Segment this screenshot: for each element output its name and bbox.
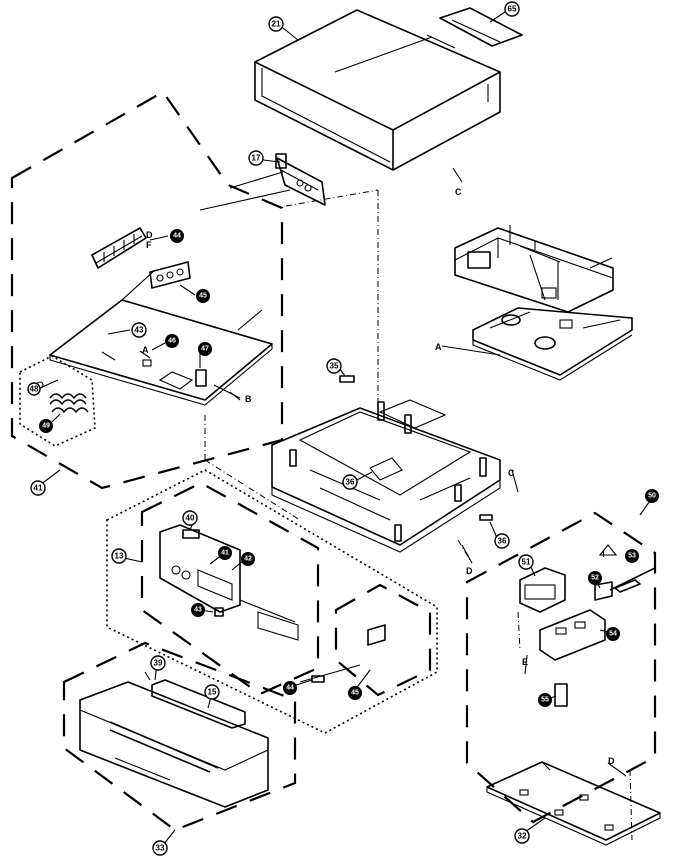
svg-text:13: 13: [115, 552, 124, 561]
svg-text:43: 43: [135, 326, 144, 335]
svg-text:15: 15: [208, 688, 217, 697]
callout-left-group-item-e: 47: [198, 342, 212, 356]
svg-text:40: 40: [186, 514, 195, 523]
callout-front-panel-group: 13: [111, 548, 127, 564]
callout-left-group-item-a: 43: [131, 322, 147, 338]
callout-front-item-d: 43: [191, 603, 205, 617]
svg-text:39: 39: [154, 659, 163, 668]
callout-top-label: 65: [504, 1, 520, 17]
top-cover: [254, 9, 501, 171]
ref-letter-a-board: A: [142, 345, 149, 355]
callout-front-item-b: 41: [218, 546, 232, 560]
coil-spring: [49, 393, 89, 413]
callout-right-item-b: 52: [588, 571, 602, 585]
svg-text:54: 54: [609, 631, 617, 638]
svg-text:41: 41: [221, 550, 229, 557]
svg-text:35: 35: [330, 362, 339, 371]
svg-text:55: 55: [541, 697, 549, 704]
main-chassis: [271, 375, 501, 553]
svg-text:44: 44: [286, 685, 294, 692]
svg-text:49: 49: [42, 423, 50, 430]
callout-left-group-item-b: 44: [170, 229, 184, 243]
warning-triangle-mark: !: [602, 549, 605, 559]
callout-chassis-mid-part: 36: [342, 474, 358, 490]
mechanism-assembly: [454, 225, 633, 381]
callout-front-door-item-a: 39: [150, 655, 166, 671]
callout-left-group-item-f: 48: [27, 382, 41, 396]
svg-text:50: 50: [648, 493, 656, 500]
svg-text:17: 17: [252, 154, 261, 163]
ref-letter-f-left: F: [146, 240, 152, 250]
svg-text:42: 42: [244, 556, 252, 563]
callout-left-board-group: 41: [30, 480, 46, 496]
callout-chassis-top-part: 35: [326, 358, 342, 374]
svg-text:32: 32: [518, 832, 527, 841]
callout-jack-board: 17: [248, 150, 264, 166]
bottom-plate: [486, 761, 661, 846]
ref-letter-a-mech: A: [435, 342, 442, 352]
ref-letter-d-left: D: [146, 230, 153, 240]
alignment-lines: [204, 189, 633, 841]
callout-front-item-a: 40: [182, 510, 198, 526]
svg-text:45: 45: [351, 690, 359, 697]
svg-text:33: 33: [156, 844, 165, 853]
svg-text:36: 36: [346, 478, 355, 487]
svg-text:48: 48: [30, 385, 39, 394]
callout-front-door-group: 33: [152, 840, 168, 856]
callout-front-door-item-b: 15: [204, 684, 220, 700]
callout-front-item-e: 44: [283, 681, 297, 695]
left-board-group: [10, 90, 326, 490]
svg-text:45: 45: [199, 293, 207, 300]
callout-front-item-f: 45: [348, 686, 362, 700]
callout-right-item-a: 51: [518, 554, 534, 570]
callout-left-group-item-g: 49: [39, 419, 53, 433]
callout-chassis-bottom-part: 36: [494, 533, 510, 549]
svg-text:36: 36: [498, 537, 507, 546]
right-component-group: !: [465, 511, 657, 824]
ref-letter-d-chassis: D: [466, 566, 473, 576]
top-label-plate: [439, 7, 523, 47]
callout-bottom-plate: 32: [514, 828, 530, 844]
callout-left-group-item-d: 46: [165, 334, 179, 348]
svg-text:43: 43: [194, 607, 202, 614]
callout-top-cover: 21: [268, 16, 284, 32]
callout-right-group: 50: [645, 489, 659, 503]
svg-text:44: 44: [173, 233, 181, 240]
svg-text:41: 41: [34, 484, 43, 493]
ref-letter-d-plate: D: [608, 756, 615, 766]
svg-text:65: 65: [508, 5, 517, 14]
ref-letter-e-right: E: [522, 657, 528, 667]
svg-text:21: 21: [272, 20, 281, 29]
callout-left-group-item-c: 45: [196, 289, 210, 303]
ref-letter-c-top: C: [455, 187, 462, 197]
callout-front-item-c: 42: [241, 552, 255, 566]
svg-text:52: 52: [591, 575, 599, 582]
front-panel-group: [106, 469, 438, 734]
callout-right-item-e: 55: [538, 693, 552, 707]
callout-right-item-d: 54: [606, 627, 620, 641]
ref-letter-c-chassis: C: [508, 468, 515, 478]
svg-text:46: 46: [168, 338, 176, 345]
ref-letter-b-board: B: [245, 394, 252, 404]
svg-text:47: 47: [201, 346, 209, 353]
callout-right-item-c: 53: [625, 549, 639, 563]
front-door-group: [62, 641, 297, 832]
svg-text:53: 53: [628, 553, 636, 560]
svg-text:51: 51: [522, 558, 531, 567]
